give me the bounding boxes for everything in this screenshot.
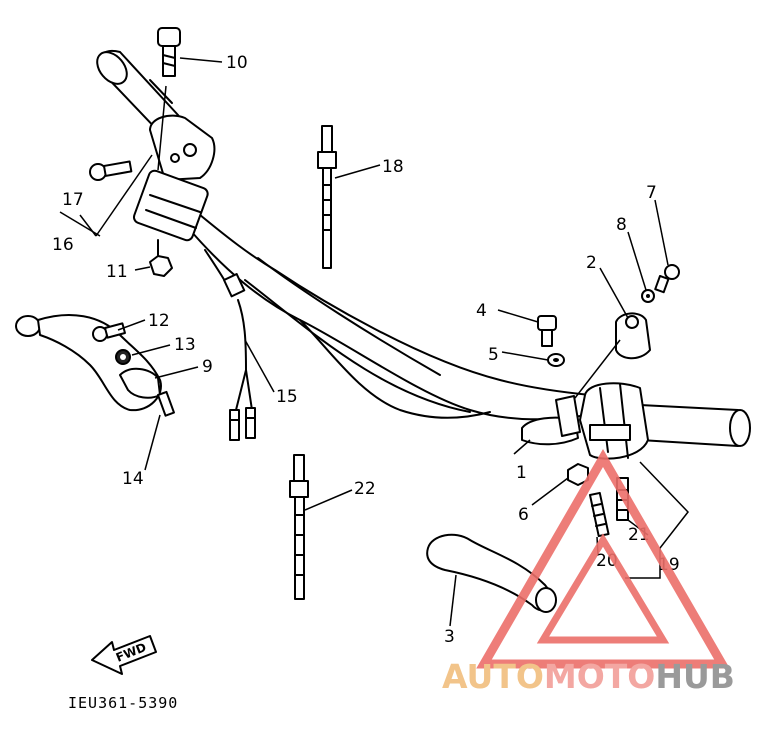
washer-8 <box>641 289 655 303</box>
left-switch-housing <box>132 114 216 242</box>
callout-12: 12 <box>148 311 170 331</box>
bracket-2 <box>615 312 651 360</box>
screw-20 <box>589 491 610 538</box>
nut-11 <box>149 239 173 277</box>
callout-18: 18 <box>382 157 404 177</box>
watermark-text: AUTOMOTOHUB <box>442 657 735 696</box>
handlebar <box>187 204 591 421</box>
brake-holder-1 <box>521 395 581 446</box>
callout-9: 9 <box>202 357 213 377</box>
callout-6: 6 <box>518 505 529 525</box>
watermark-moto: MOTO <box>544 657 655 696</box>
callout-10: 10 <box>226 53 248 73</box>
diagram-code: IEU361-5390 <box>68 694 178 712</box>
watermark-auto: AUTO <box>442 657 544 696</box>
callout-1: 1 <box>516 463 527 483</box>
callout-17: 17 <box>62 190 84 210</box>
callout-4: 4 <box>476 301 487 321</box>
callout-5: 5 <box>488 345 499 365</box>
callout-15: 15 <box>276 387 298 407</box>
bolt-7 <box>654 264 680 294</box>
fwd-arrow: FWD <box>91 635 157 675</box>
callout-13: 13 <box>174 335 196 355</box>
pin-14 <box>156 390 175 417</box>
clutch-lever <box>15 314 162 412</box>
callout-16: 16 <box>52 235 74 255</box>
leader-lines <box>59 57 689 627</box>
watermark-hub: HUB <box>655 657 735 696</box>
callout-11: 11 <box>106 262 128 282</box>
screw-17 <box>89 160 133 181</box>
wire-harness <box>204 249 256 441</box>
cable-band-18 <box>317 125 337 269</box>
bolt-10 <box>157 27 181 77</box>
cable-band-22 <box>289 454 309 600</box>
nut-13 <box>115 349 131 365</box>
callout-22: 22 <box>354 479 376 499</box>
callout-2: 2 <box>586 253 597 273</box>
callout-8: 8 <box>616 215 627 235</box>
callout-7: 7 <box>646 183 657 203</box>
watermark: AUTOMOTOHUB <box>442 449 735 696</box>
bolt-4 <box>537 315 557 347</box>
washer-5 <box>547 353 565 367</box>
throttle-housing <box>579 382 649 460</box>
watermark-triangle <box>476 449 730 669</box>
right-grip <box>639 404 751 447</box>
callout-14: 14 <box>122 469 144 489</box>
callout-labels: 1 2 3 4 5 6 7 8 9 10 11 12 13 14 15 16 1… <box>52 53 680 647</box>
callout-3: 3 <box>444 627 455 647</box>
